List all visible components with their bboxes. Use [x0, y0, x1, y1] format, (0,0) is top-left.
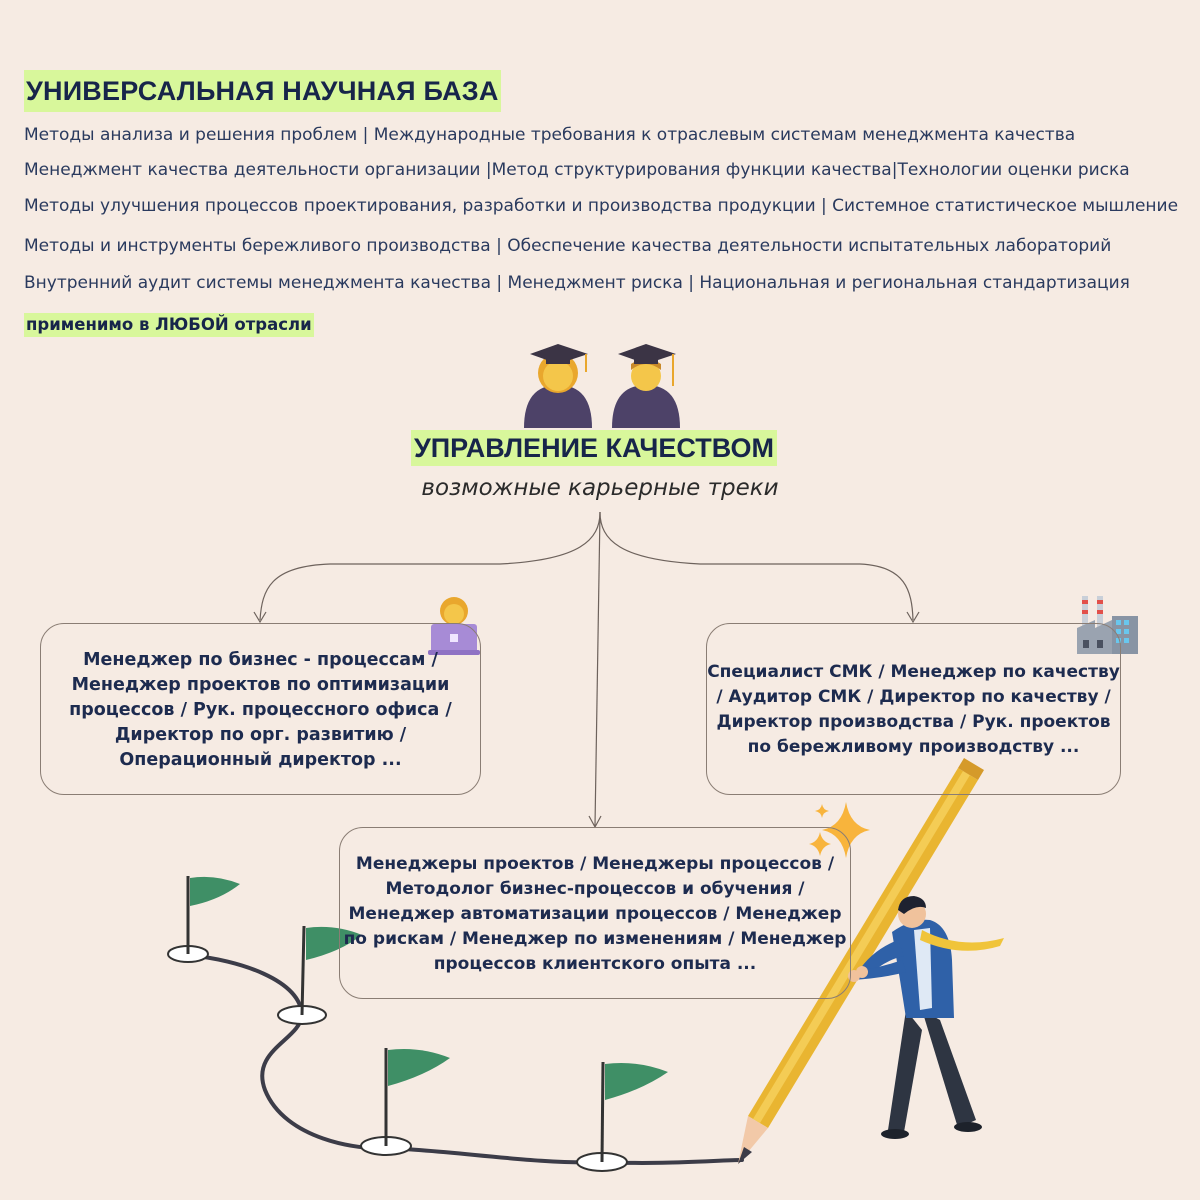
track-left-line: Менеджер проектов по оптимизации	[71, 675, 450, 695]
track-left-line: Директор по орг. развитию /	[114, 725, 407, 745]
arrow-right	[599, 511, 914, 621]
pencil-icon	[738, 758, 984, 1164]
track-right-line: Специалист СМК / Менеджер по качеству	[707, 662, 1120, 682]
track-bottom-line: Менеджеры проектов / Менеджеры процессов…	[355, 854, 835, 874]
track-right-line: по бережливому производству ...	[747, 737, 1080, 757]
track-bottom-line: Менеджер автоматизации процессов / Менед…	[348, 904, 842, 924]
topic-line-1: Методы анализа и решения проблем | Между…	[24, 125, 1076, 145]
graduate-man-icon	[612, 344, 680, 428]
track-right-line: / Аудитор СМК / Директор по качеству /	[716, 687, 1111, 707]
track-bottom-line: по рискам / Менеджер по изменениям / Мен…	[343, 929, 847, 949]
flag-icon	[167, 876, 240, 963]
main-title: УНИВЕРСАЛЬНАЯ НАУЧНАЯ БАЗА	[24, 70, 501, 112]
flag-icon	[576, 1061, 668, 1172]
flag-icon	[360, 1048, 450, 1156]
arrow-left	[259, 511, 601, 621]
track-bottom-line: процессов клиентского опыта ...	[433, 954, 757, 974]
flag-icon	[277, 925, 362, 1025]
businessman-icon	[848, 896, 1004, 1139]
track-left-line: Операционный директор ...	[119, 750, 402, 770]
track-box-bottom: Менеджеры проектов / Менеджеры процессов…	[339, 827, 851, 999]
sparkles-icon	[809, 802, 870, 858]
topic-line-4: Методы и инструменты бережливого произво…	[24, 236, 1112, 256]
arrow-right-head	[906, 611, 920, 624]
graduate-woman-icon	[524, 344, 592, 428]
track-bottom-line: Методолог бизнес-процессов и обучения /	[385, 879, 805, 899]
track-left-line: процессов / Рук. процессного офиса /	[69, 700, 452, 720]
track-box-left: Менеджер по бизнес - процессам / Менедже…	[40, 623, 481, 795]
track-right-line: Директор производства / Рук. проектов	[716, 712, 1111, 732]
arrow-down	[594, 511, 601, 827]
topic-line-3: Методы улучшения процессов проектировани…	[24, 196, 1179, 216]
industry-note: применимо в ЛЮБОЙ отрасли	[24, 313, 314, 337]
topic-line-2: Менеджмент качества деятельности организ…	[24, 160, 1130, 180]
topic-line-5: Внутренний аудит системы менеджмента кач…	[24, 273, 1130, 293]
track-left-line: Менеджер по бизнес - процессам /	[83, 650, 438, 670]
center-title: УПРАВЛЕНИЕ КАЧЕСТВОМ	[411, 430, 777, 466]
track-box-right: Специалист СМК / Менеджер по качеству / …	[706, 623, 1121, 795]
center-subtitle: возможные карьерные треки	[421, 475, 779, 501]
arrow-left-head	[253, 611, 267, 624]
